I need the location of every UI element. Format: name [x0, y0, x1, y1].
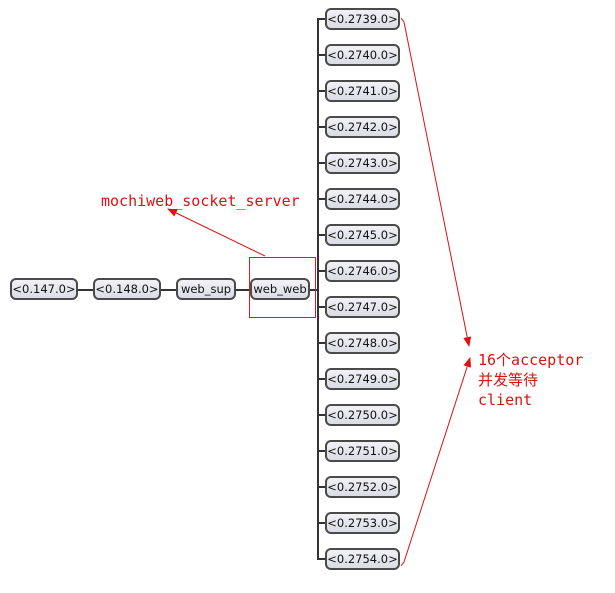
acceptor-node-2750[interactable]: <0.2750.0>	[325, 404, 400, 426]
child-stub	[317, 162, 326, 164]
child-stub	[317, 342, 326, 344]
acceptor-node-2745[interactable]: <0.2745.0>	[325, 224, 400, 246]
acceptor-node-2740[interactable]: <0.2740.0>	[325, 44, 400, 66]
arrow-web-web-to-module-label	[167, 208, 266, 257]
wire-n2-n3	[236, 289, 250, 291]
child-stub	[317, 414, 326, 416]
wire-n3-trunk	[310, 289, 318, 291]
acceptor-node-2749[interactable]: <0.2749.0>	[325, 368, 400, 390]
child-stub	[317, 522, 326, 524]
highlight-box-web-web	[249, 257, 316, 318]
acceptor-node-2753[interactable]: <0.2753.0>	[325, 512, 400, 534]
acceptor-note-line1: 16个acceptor	[478, 351, 584, 369]
acceptor-node-2746[interactable]: <0.2746.0>	[325, 260, 400, 282]
child-stub	[317, 198, 326, 200]
acceptor-node-2741[interactable]: <0.2741.0>	[325, 80, 400, 102]
child-stub	[317, 378, 326, 380]
acceptor-node-2748[interactable]: <0.2748.0>	[325, 332, 400, 354]
acceptor-node-2747[interactable]: <0.2747.0>	[325, 296, 400, 318]
acceptor-node-2751[interactable]: <0.2751.0>	[325, 440, 400, 462]
acceptor-node-2754[interactable]: <0.2754.0>	[325, 548, 400, 570]
child-stub	[317, 54, 326, 56]
acceptor-node-2742[interactable]: <0.2742.0>	[325, 116, 400, 138]
child-stub	[317, 306, 326, 308]
acceptor-note-line3: client	[478, 391, 533, 409]
acceptor-node-2744[interactable]: <0.2744.0>	[325, 188, 400, 210]
child-stub	[317, 486, 326, 488]
module-name-annotation: mochiweb_socket_server	[101, 192, 300, 210]
children-trunk	[317, 19, 319, 560]
acceptor-node-2752[interactable]: <0.2752.0>	[325, 476, 400, 498]
child-stub	[317, 558, 326, 560]
child-stub	[317, 90, 326, 92]
child-stub	[317, 18, 326, 20]
arrow-first-acceptor-to-note	[400, 17, 472, 347]
acceptor-node-2743[interactable]: <0.2743.0>	[325, 152, 400, 174]
child-stub	[317, 126, 326, 128]
child-stub	[317, 270, 326, 272]
child-stub	[317, 234, 326, 236]
acceptor-note-line2: 并发等待	[478, 371, 539, 389]
arrow-last-acceptor-to-note	[400, 357, 472, 567]
process-node-147[interactable]: <0.147.0>	[10, 278, 78, 300]
acceptor-node-2739[interactable]: <0.2739.0>	[325, 8, 400, 30]
wire-n1-n2	[161, 289, 177, 291]
supervisor-node-web-sup[interactable]: web_sup	[176, 278, 236, 300]
wire-n0-n1	[78, 289, 94, 291]
process-node-web-web[interactable]: web_web	[250, 278, 310, 300]
process-node-148[interactable]: <0.148.0>	[93, 278, 161, 300]
child-stub	[317, 450, 326, 452]
